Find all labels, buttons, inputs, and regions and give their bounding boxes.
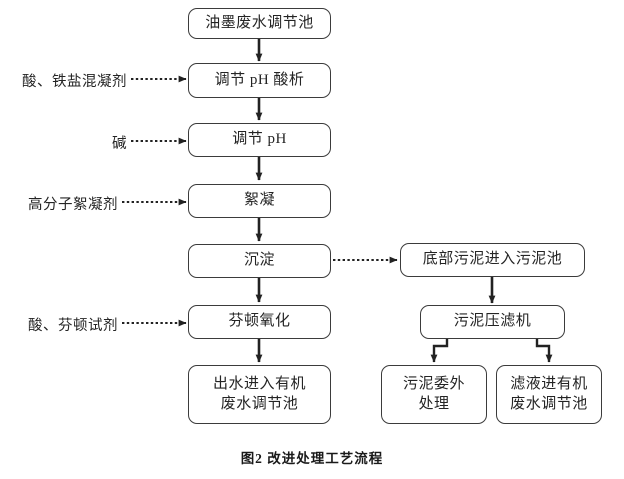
node-filtrate-to-organic-tank[interactable]: 滤液进有机 废水调节池	[496, 365, 602, 424]
node-label: 油墨废水调节池	[205, 14, 314, 31]
node-ph-adjust[interactable]: 调节 pH	[188, 123, 331, 157]
arrow-press-to-outsourced	[430, 339, 449, 363]
reagent-text: 酸、芬顿试剂	[28, 318, 118, 334]
node-label: 污泥压滤机	[453, 313, 532, 330]
reagent-text: 酸、铁盐混凝剂	[22, 74, 127, 90]
node-ph-acid-analysis[interactable]: 调节 pH 酸析	[188, 63, 331, 98]
press-split-arrows	[430, 339, 553, 363]
node-label: 调节 pH 酸析	[214, 71, 305, 88]
node-label-line2: 处理	[418, 395, 450, 412]
node-label: 调节 pH	[232, 131, 287, 148]
node-ink-wastewater-tank[interactable]: 油墨废水调节池	[188, 8, 331, 39]
reagent-text: 高分子絮凝剂	[28, 197, 118, 213]
node-fenton-oxidation[interactable]: 芬顿氧化	[188, 305, 331, 339]
arrow-press-to-filtrate	[535, 339, 553, 363]
node-sludge-filter-press[interactable]: 污泥压滤机	[420, 305, 565, 339]
node-sludge-outsourced[interactable]: 污泥委外 处理	[381, 365, 487, 424]
reagent-text: 碱	[112, 136, 127, 152]
reagent-label-polymer-flocculant: 高分子絮凝剂	[9, 193, 118, 214]
node-label-line2: 废水调节池	[510, 395, 588, 412]
node-label: 芬顿氧化	[228, 313, 291, 330]
node-label: 沉淀	[243, 252, 275, 269]
reagent-label-alkali: 碱	[9, 132, 127, 153]
reagent-dotted-arrows	[122, 75, 398, 327]
reagent-label-acid-fenton-reagent: 酸、芬顿试剂	[9, 314, 118, 335]
reagent-label-acid-iron-salt-coagulant: 酸、铁盐混凝剂	[9, 70, 127, 91]
node-label-line1: 出水进入有机	[212, 376, 306, 393]
node-label: 絮凝	[243, 192, 275, 209]
node-label: 底部污泥进入污泥池	[422, 251, 563, 268]
main-chain-arrows	[255, 39, 496, 363]
node-flocculation[interactable]: 絮凝	[188, 184, 331, 218]
node-label-line1: 滤液进有机	[510, 376, 588, 393]
node-label-line2: 废水调节池	[220, 395, 299, 412]
node-bottom-sludge-to-pond[interactable]: 底部污泥进入污泥池	[400, 243, 585, 277]
node-effluent-to-organic-tank[interactable]: 出水进入有机 废水调节池	[188, 365, 331, 424]
node-label-line1: 污泥委外	[402, 376, 465, 393]
node-sedimentation[interactable]: 沉淀	[188, 244, 331, 278]
figure-caption: 图2 改进处理工艺流程	[240, 451, 384, 466]
